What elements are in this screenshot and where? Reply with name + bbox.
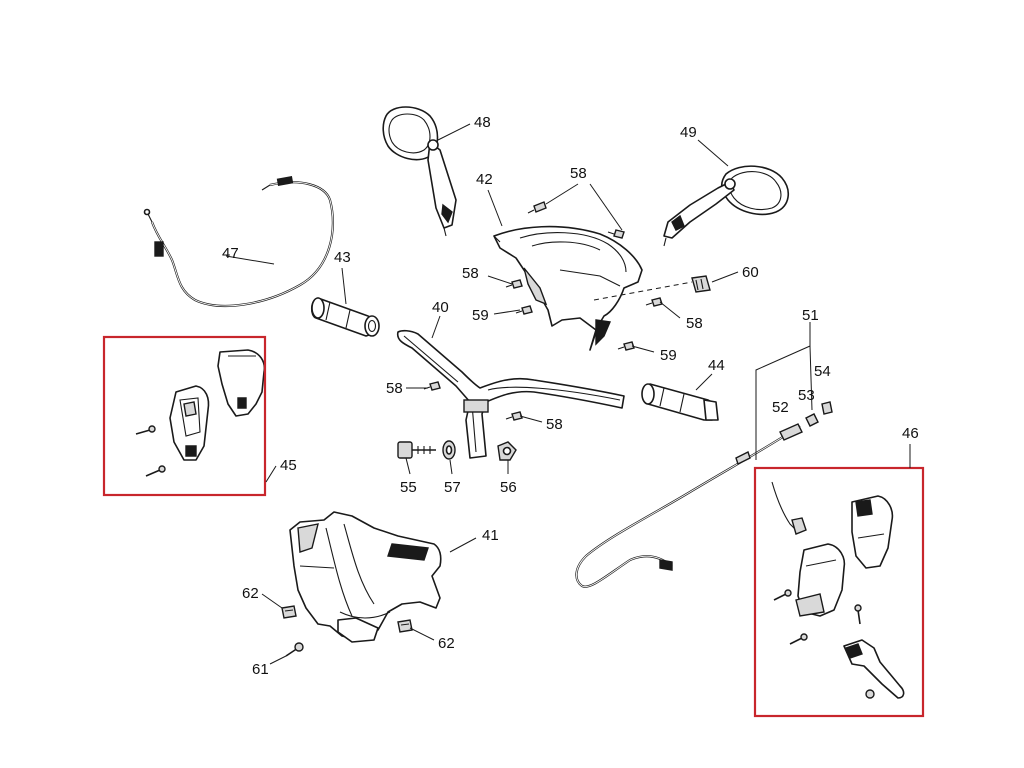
callout-59: 59 <box>660 347 677 364</box>
headlight-cover-icon <box>289 511 442 643</box>
callout-62: 62 <box>438 635 455 652</box>
screw-icon <box>691 275 711 293</box>
callout-48: 48 <box>474 114 491 131</box>
screw-icon <box>285 642 304 657</box>
highlight-box-46 <box>753 466 925 718</box>
callout-45: 45 <box>280 457 297 474</box>
callout-55: 55 <box>400 479 417 496</box>
leader-lines <box>225 123 911 665</box>
washer-icon <box>442 440 456 460</box>
bolt-icon <box>397 441 436 459</box>
fitting-54-icon <box>821 401 833 415</box>
callout-58: 58 <box>462 265 479 282</box>
switch-housing-left-icon <box>135 349 266 477</box>
grip-right-icon <box>641 383 719 421</box>
callout-60: 60 <box>742 264 759 281</box>
dashed-guide <box>593 281 693 301</box>
callout-59: 59 <box>472 307 489 324</box>
callout-49: 49 <box>680 124 697 141</box>
callout-42: 42 <box>476 171 493 188</box>
leader-51b <box>809 345 813 411</box>
grip-left-icon <box>310 297 380 337</box>
screw-icon <box>423 201 663 421</box>
highlight-box-45 <box>102 335 267 497</box>
callout-51: 51 <box>802 307 819 324</box>
handlebar-cover-rear-icon <box>493 225 643 351</box>
clip-icon <box>281 605 413 633</box>
switch-housing-right-icon <box>771 481 894 645</box>
brake-lever-icon <box>843 639 905 699</box>
callout-62: 62 <box>242 585 259 602</box>
callout-58: 58 <box>570 165 587 182</box>
callout-58: 58 <box>546 416 563 433</box>
callout-54: 54 <box>814 363 831 380</box>
callout-43: 43 <box>334 249 351 266</box>
callout-41: 41 <box>482 527 499 544</box>
callout-58: 58 <box>686 315 703 332</box>
callout-47: 47 <box>222 245 239 262</box>
callout-46: 46 <box>902 425 919 442</box>
cable-47-icon <box>143 176 334 307</box>
callout-labels: 48 49 42 58 58 59 58 59 60 43 40 44 58 5… <box>222 114 919 678</box>
cable-52-icon <box>575 423 803 588</box>
nut-icon <box>497 441 517 461</box>
mirror-left-icon <box>382 106 457 237</box>
leader-51 <box>755 322 811 460</box>
callout-56: 56 <box>500 479 517 496</box>
callout-52: 52 <box>772 399 789 416</box>
fitting-53-icon <box>805 413 819 427</box>
handlebar-icon <box>396 329 625 459</box>
callout-53: 53 <box>798 387 815 404</box>
callout-58: 58 <box>386 380 403 397</box>
callout-61: 61 <box>252 661 269 678</box>
callout-44: 44 <box>708 357 725 374</box>
callout-40: 40 <box>432 299 449 316</box>
callout-57: 57 <box>444 479 461 496</box>
mirror-right-icon <box>663 165 789 247</box>
